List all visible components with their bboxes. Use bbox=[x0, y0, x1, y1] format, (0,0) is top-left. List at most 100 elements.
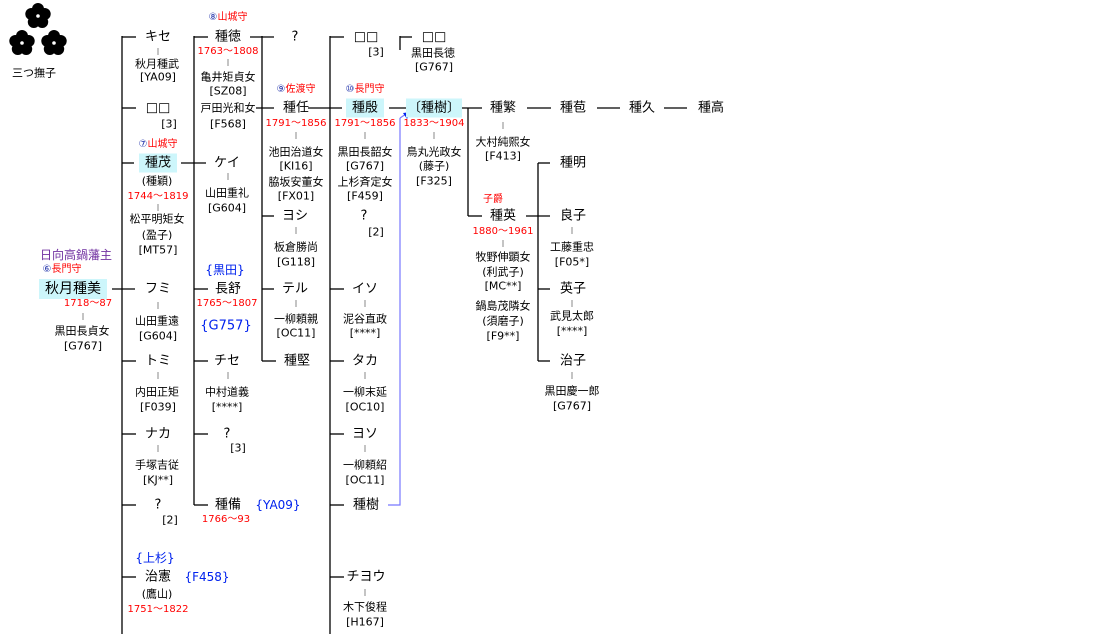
code: [****] bbox=[211, 400, 243, 414]
colH-ticks bbox=[538, 162, 550, 362]
person-chiyou[interactable]: チヨウ bbox=[346, 569, 386, 585]
dates: 1744〜1819 bbox=[127, 191, 189, 202]
person-yoshi[interactable]: ヨシ bbox=[281, 208, 309, 224]
spouse: 鳥丸光政女 bbox=[406, 145, 462, 159]
person-unknown[interactable]: □□ bbox=[421, 29, 447, 45]
person-iso[interactable]: イソ bbox=[351, 281, 379, 297]
person-tanehisa[interactable]: 種久 bbox=[628, 100, 656, 116]
spouse: 池田治道女 bbox=[268, 145, 324, 159]
person-tanemoto[interactable]: 種苞 bbox=[559, 100, 587, 116]
title-label: ⑩長門守 bbox=[345, 84, 385, 95]
person-tanenori[interactable]: 種徳 bbox=[214, 29, 242, 45]
person-tanemasa[interactable]: 種備 bbox=[214, 497, 242, 513]
code: [MT57] bbox=[138, 243, 178, 257]
adoption-link bbox=[388, 113, 407, 506]
person-unknown[interactable]: □□ bbox=[145, 100, 171, 116]
code: [****] bbox=[556, 324, 588, 338]
code: [G604] bbox=[138, 329, 178, 343]
person-unknown[interactable]: ? bbox=[154, 497, 162, 513]
code: [H167] bbox=[346, 615, 384, 629]
spouse: 板倉勝尚 bbox=[274, 240, 318, 254]
spouse: 戸田光和女 bbox=[200, 101, 256, 115]
person-kei[interactable]: ケイ bbox=[214, 155, 240, 171]
person-chise[interactable]: チセ bbox=[213, 353, 241, 369]
colC-ticks bbox=[194, 36, 208, 506]
person-unknown[interactable]: ? bbox=[291, 29, 299, 45]
title-label: ⑨佐渡守 bbox=[276, 84, 316, 95]
person-tanetaka[interactable]: 種高 bbox=[697, 100, 725, 116]
code: [F9**] bbox=[486, 329, 520, 343]
code: [MC**] bbox=[484, 279, 522, 293]
code: [YA09] bbox=[140, 70, 176, 84]
person-tanemochi[interactable]: 種茂 bbox=[138, 153, 178, 173]
person-fumi[interactable]: フミ bbox=[144, 281, 172, 297]
title-label: ⑥長門守 bbox=[42, 264, 82, 275]
person-unknown[interactable]: □□ bbox=[353, 29, 379, 45]
person-teru[interactable]: テル bbox=[281, 281, 309, 297]
person-akizuki-tanemi[interactable]: 秋月種美 bbox=[39, 279, 107, 299]
note: [3] bbox=[230, 441, 246, 455]
code: [F039] bbox=[140, 400, 176, 414]
code: [G767] bbox=[345, 159, 385, 173]
code: {YA09} bbox=[255, 498, 301, 512]
person-nagahiro[interactable]: 長舒 bbox=[214, 281, 242, 297]
code: [KJ**] bbox=[142, 473, 174, 487]
title-label: ⑧山城守 bbox=[208, 12, 248, 23]
spouse: 牧野伸顕女 bbox=[475, 250, 531, 264]
note: [2] bbox=[368, 225, 384, 239]
code: [F05*] bbox=[554, 255, 590, 269]
alias: (種穎) bbox=[141, 174, 173, 188]
code: [SZ08] bbox=[209, 84, 247, 98]
nadeshiko-crest-icon bbox=[9, 3, 67, 55]
dates: 1833〜1904 bbox=[403, 118, 465, 129]
spouse: 工藤重忠 bbox=[550, 240, 594, 254]
code: [G767] bbox=[63, 339, 103, 353]
person-yoso[interactable]: ヨソ bbox=[351, 426, 379, 442]
code: [G604] bbox=[207, 201, 247, 215]
person-hideko[interactable]: 英子 bbox=[559, 281, 587, 297]
spouse: 泥谷直政 bbox=[343, 312, 387, 326]
person-tanefusa[interactable]: 種英 bbox=[489, 208, 517, 224]
person-tanekata[interactable]: 種堅 bbox=[283, 353, 311, 369]
person-tanetada[interactable]: 種任 bbox=[282, 100, 310, 116]
title-label: 子爵 bbox=[483, 194, 503, 205]
spouse: 手塚吉従 bbox=[135, 458, 179, 472]
dates: 1751〜1822 bbox=[127, 604, 189, 615]
colE-ticks bbox=[330, 36, 344, 578]
person-unknown[interactable]: ? bbox=[360, 208, 368, 224]
person-taneaki[interactable]: 種明 bbox=[559, 155, 587, 171]
person-taka[interactable]: タカ bbox=[351, 353, 379, 369]
note: [3] bbox=[368, 45, 384, 59]
person-tanezane[interactable]: 種殷 bbox=[345, 98, 385, 118]
person-tanetatsu[interactable]: 種樹 bbox=[352, 497, 380, 513]
spouse: 山田重遠 bbox=[135, 314, 179, 328]
spouse: 一柳末延 bbox=[343, 385, 387, 399]
code: [F413] bbox=[485, 149, 521, 163]
spouse: 黒田長韶女 bbox=[337, 145, 393, 159]
code: [F568] bbox=[210, 117, 246, 131]
person-tanetatsu-adopted[interactable]: 〔種樹〕 bbox=[405, 98, 463, 118]
adoption-label: {上杉} bbox=[135, 551, 175, 565]
spouse: 黒田慶一郎 bbox=[544, 384, 600, 398]
alias: (鷹山) bbox=[141, 587, 173, 601]
adoption-label: {黒田} bbox=[205, 263, 245, 277]
spouse: 黒田長貞女 bbox=[54, 324, 110, 338]
crest-label: 三つ撫子 bbox=[12, 66, 56, 80]
person-kise[interactable]: キセ bbox=[144, 29, 172, 45]
person-harunori[interactable]: 治憲 bbox=[144, 569, 172, 585]
alias: (藤子) bbox=[418, 159, 450, 173]
person-naka[interactable]: ナカ bbox=[144, 426, 172, 442]
person-tomi[interactable]: トミ bbox=[144, 353, 172, 369]
person-unknown[interactable]: ? bbox=[223, 426, 231, 442]
person-tanetsugu[interactable]: 種繁 bbox=[489, 100, 517, 116]
person-haruko[interactable]: 治子 bbox=[559, 353, 587, 369]
person-yoshiko[interactable]: 良子 bbox=[559, 208, 587, 224]
dates: 1880〜1961 bbox=[472, 226, 534, 237]
code: {G757} bbox=[200, 318, 252, 334]
code: [G118] bbox=[276, 255, 316, 269]
spouse: 亀井矩貞女 bbox=[200, 70, 256, 84]
spouse: 鍋島茂隣女 bbox=[475, 299, 531, 313]
spouse: 武見太郎 bbox=[550, 309, 594, 323]
spouse: 内田正矩 bbox=[135, 385, 179, 399]
